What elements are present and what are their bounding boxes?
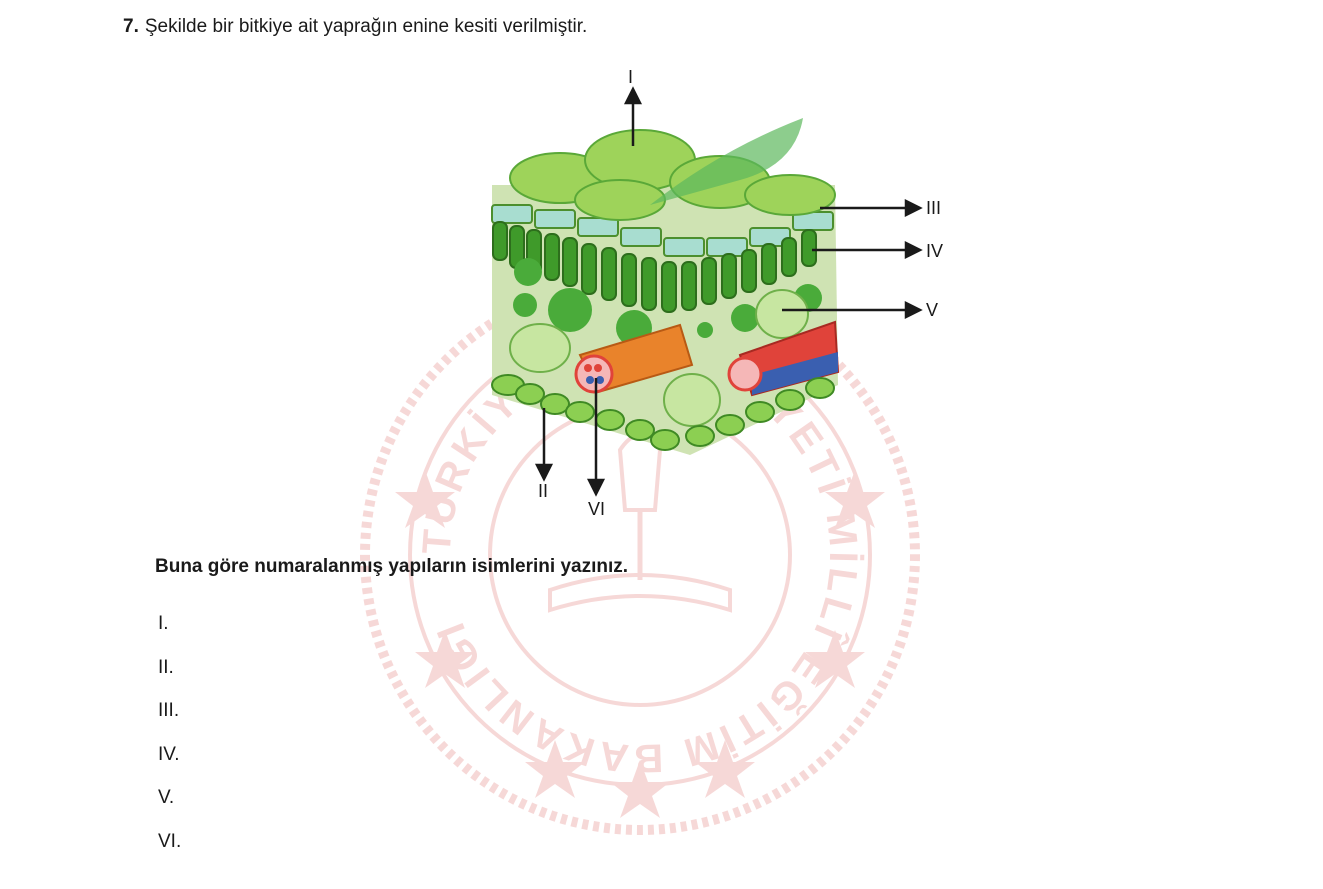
- question-header: 7.Şekilde bir bitkiye ait yaprağın enine…: [123, 16, 587, 38]
- cuticle-flap: [650, 118, 803, 205]
- air-space-cells: [509, 289, 809, 427]
- label-I: I: [628, 67, 633, 87]
- question-number: 7.: [123, 16, 139, 37]
- label-VI: VI: [588, 499, 605, 519]
- answer-item: VI.: [158, 830, 182, 852]
- question-text: Şekilde bir bitkiye ait yaprağın enine k…: [144, 16, 588, 37]
- label-II: II: [538, 481, 548, 501]
- vascular-bundle-right: [727, 320, 840, 397]
- label-V: V: [926, 300, 938, 320]
- answer-list: I. II. III. IV. V. VI.: [158, 612, 181, 873]
- vascular-bundle-left: [574, 323, 694, 394]
- lower-epidermis: [491, 374, 835, 451]
- answer-item: II.: [158, 656, 174, 678]
- answer-item: V.: [158, 787, 175, 808]
- answer-item: I.: [158, 613, 169, 634]
- question-prompt: Buna göre numaralanmış yapıların isimler…: [155, 556, 629, 577]
- label-III: III: [926, 198, 941, 218]
- answer-item: III.: [158, 700, 180, 721]
- label-IV: IV: [926, 241, 943, 261]
- top-cells: [509, 129, 836, 221]
- palisade-layer: [492, 221, 817, 313]
- label-arrows: [534, 86, 923, 497]
- answer-item: IV.: [158, 743, 180, 765]
